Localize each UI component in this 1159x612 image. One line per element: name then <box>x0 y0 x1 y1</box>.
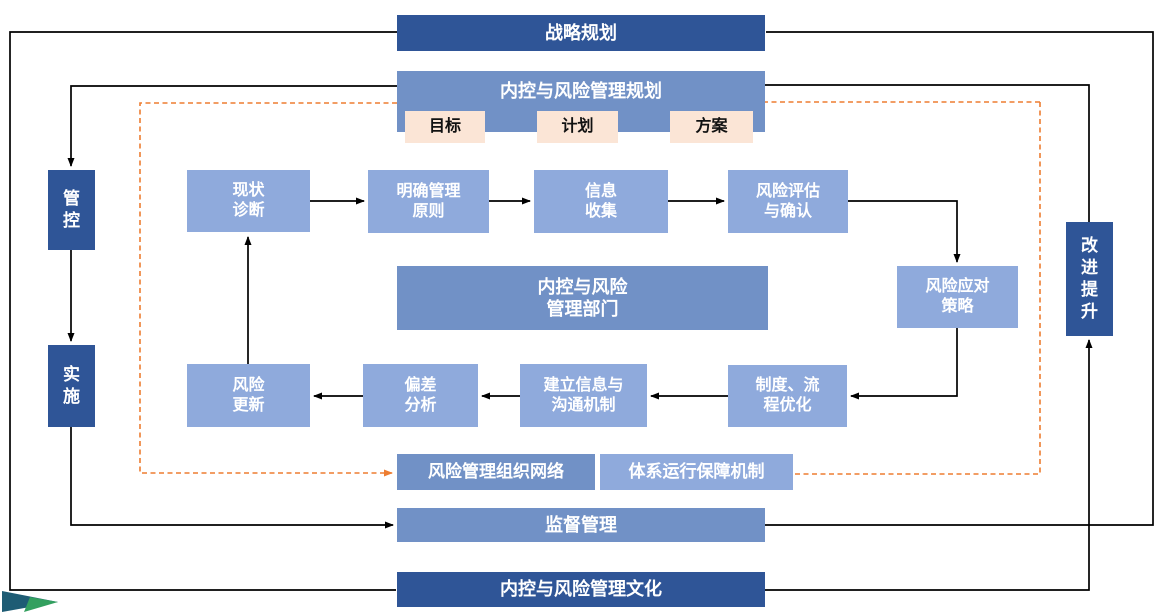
rail-implement-label: 实施 <box>62 364 80 406</box>
process-status-diagnosis: 现状 诊断 <box>187 170 310 232</box>
frame-left-loop <box>9 31 397 591</box>
dashed-right-riser <box>795 102 1041 475</box>
process-deviation-analysis: 偏差 分析 <box>363 364 478 427</box>
chip-scheme: 方案 <box>670 111 753 143</box>
process-clarify-principles: 明确管理 原则 <box>368 170 489 233</box>
logo-green-triangle <box>24 597 58 612</box>
bar-strategic-planning: 战略规划 <box>397 15 765 51</box>
center-ic-risk-dept: 内控与风险 管理部门 <box>397 266 768 330</box>
arrow-culture-to-improve <box>765 339 1093 591</box>
bar-org-network: 风险管理组织网络 <box>397 454 595 490</box>
rail-improve-label: 改进提升 <box>1080 235 1098 322</box>
frame-right-loop <box>765 31 1154 526</box>
chip-plan: 计划 <box>537 111 618 143</box>
arrow-implement-to-supervision <box>70 427 394 529</box>
dashed-left-to-network <box>139 102 397 477</box>
arrow-planning-to-control <box>67 85 397 167</box>
arrow-response-to-optimization <box>850 328 958 400</box>
bar-supervision: 监督管理 <box>397 508 765 542</box>
arrow-assessment-to-response <box>848 200 961 263</box>
bar-ic-risk-culture: 内控与风险管理文化 <box>397 572 765 607</box>
process-communication-mechanism: 建立信息与 沟通机制 <box>520 364 647 427</box>
process-risk-update: 风险 更新 <box>187 364 310 427</box>
arrow-improve-to-planning <box>750 81 1090 222</box>
logo-mark <box>2 591 58 612</box>
bar-operation-mechanism: 体系运行保障机制 <box>600 454 793 490</box>
process-risk-response: 风险应对 策略 <box>897 266 1018 328</box>
rail-implement: 实施 <box>48 345 95 427</box>
rail-control: 管控 <box>48 170 95 250</box>
process-info-collection: 信息 收集 <box>534 170 668 233</box>
rail-improve: 改进提升 <box>1066 222 1113 336</box>
process-system-optimization: 制度、流 程优化 <box>728 365 847 427</box>
rail-control-label: 管控 <box>62 188 80 230</box>
process-risk-assessment: 风险评估 与确认 <box>728 170 848 233</box>
chip-goal: 目标 <box>405 111 485 143</box>
